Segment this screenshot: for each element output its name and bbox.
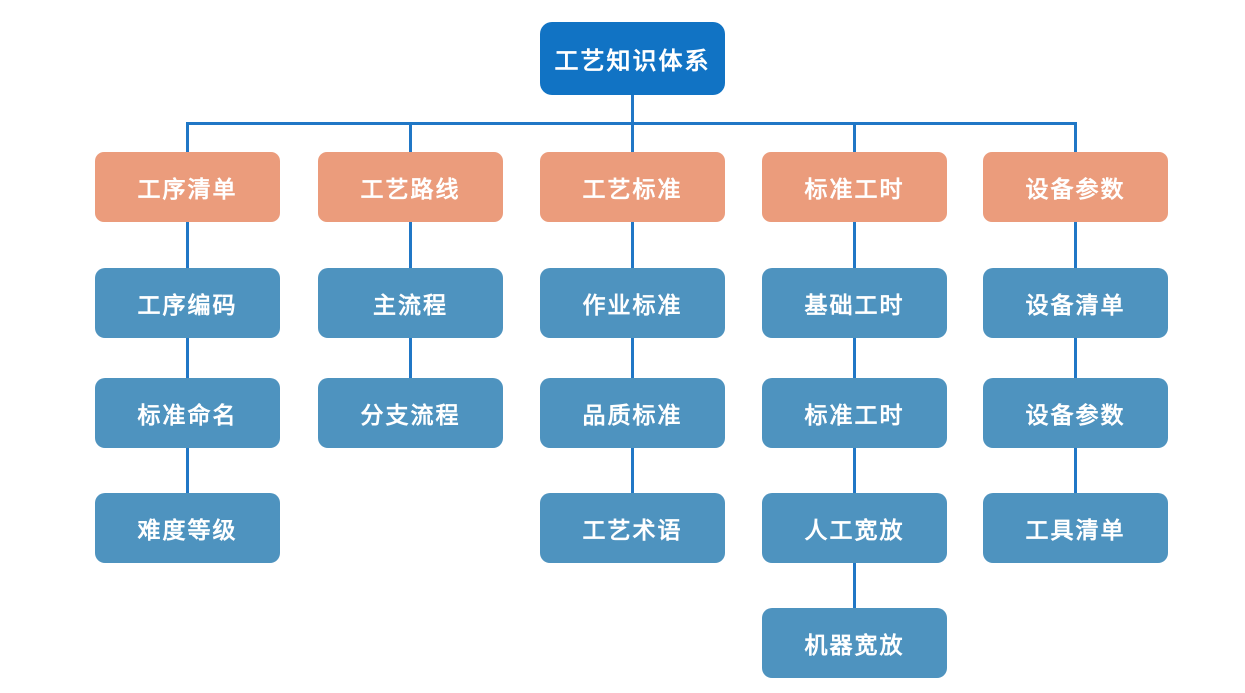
child-node: 作业标准	[540, 268, 725, 338]
connector-branch-stub	[631, 122, 634, 152]
child-node: 基础工时	[762, 268, 947, 338]
connector-link	[1074, 338, 1077, 378]
connector-branch-stub	[409, 122, 412, 152]
connector-link	[186, 338, 189, 378]
connector-branch-stub	[1074, 122, 1077, 152]
branch-node-3: 工艺标准	[540, 152, 725, 222]
child-node: 机器宽放	[762, 608, 947, 678]
child-node: 分支流程	[318, 378, 503, 448]
connector-link	[409, 338, 412, 378]
branch-node-1: 工序清单	[95, 152, 280, 222]
root-node: 工艺知识体系	[540, 22, 725, 95]
branch-node-2: 工艺路线	[318, 152, 503, 222]
child-node: 人工宽放	[762, 493, 947, 563]
child-node: 工具清单	[983, 493, 1168, 563]
connector-link	[631, 448, 634, 493]
child-node: 标准命名	[95, 378, 280, 448]
child-node: 工序编码	[95, 268, 280, 338]
child-node: 设备清单	[983, 268, 1168, 338]
connector-branch-stub	[186, 122, 189, 152]
connector-branch-stub	[853, 122, 856, 152]
connector-link	[853, 563, 856, 608]
child-node: 设备参数	[983, 378, 1168, 448]
child-node: 难度等级	[95, 493, 280, 563]
connector-link	[631, 222, 634, 268]
connector-link	[853, 448, 856, 493]
branch-node-5: 设备参数	[983, 152, 1168, 222]
child-node: 标准工时	[762, 378, 947, 448]
connector-link	[409, 222, 412, 268]
connector-link	[186, 222, 189, 268]
branch-node-4: 标准工时	[762, 152, 947, 222]
child-node: 品质标准	[540, 378, 725, 448]
child-node: 工艺术语	[540, 493, 725, 563]
connector-link	[853, 338, 856, 378]
connector-link	[631, 338, 634, 378]
connector-root-stem	[631, 94, 634, 122]
child-node: 主流程	[318, 268, 503, 338]
connector-link	[1074, 222, 1077, 268]
connector-link	[853, 222, 856, 268]
connector-link	[186, 448, 189, 493]
connector-link	[1074, 448, 1077, 493]
